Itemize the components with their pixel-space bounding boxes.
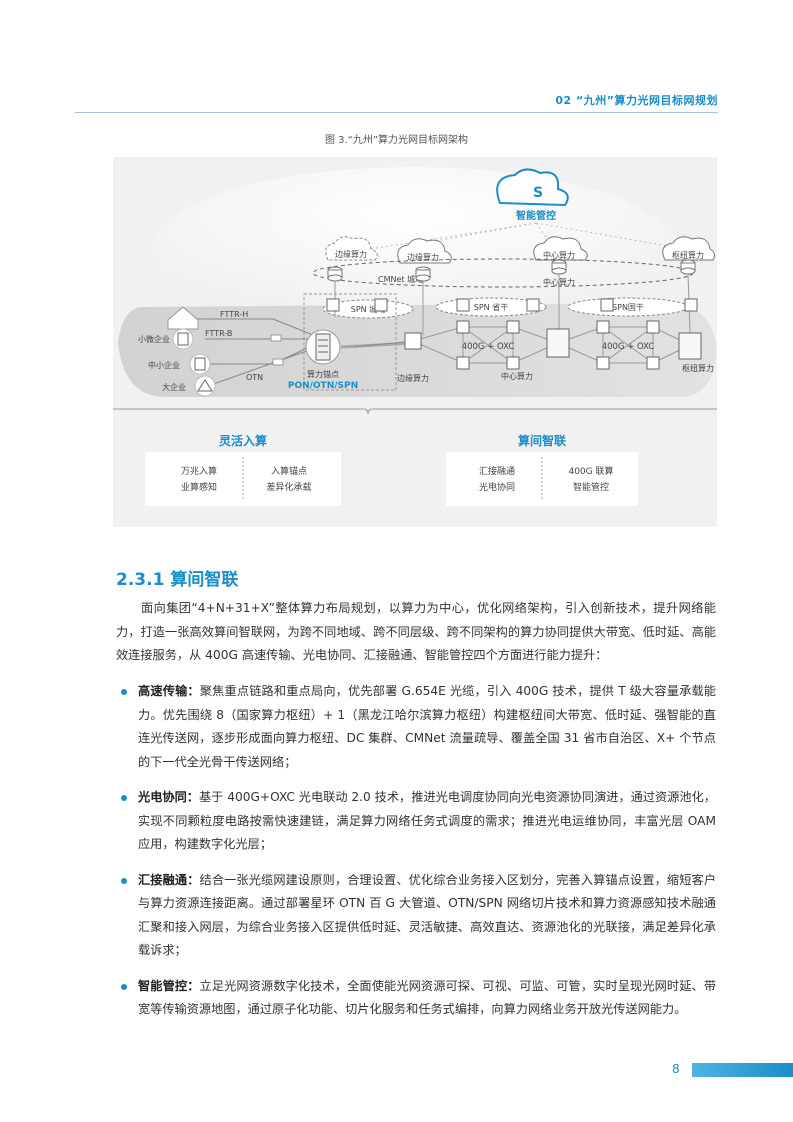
bullet-dot-icon bbox=[121, 689, 127, 695]
header-rule bbox=[75, 112, 718, 113]
panel-right-a1: 汇接融通 bbox=[479, 465, 515, 477]
micro-enterprise-label: 小微企业 bbox=[138, 334, 170, 344]
core-node-icons bbox=[326, 298, 702, 370]
panel-right-title: 算间智联 bbox=[518, 433, 566, 448]
sme-icon bbox=[189, 353, 211, 375]
intro-paragraph: 面向集团“4+N+31+X”整体算力布局规划，以算力为中心，优化网络架构，引入创… bbox=[116, 601, 716, 662]
center-node-label: 中心算力 bbox=[501, 371, 533, 381]
running-header: 02 “九州”算力光网目标网规划 bbox=[555, 94, 718, 107]
spn-city-oval bbox=[322, 299, 414, 319]
spn-province-label: SPN 省干 bbox=[474, 302, 508, 312]
bullet-text: 基于 400G+OXC 光电联动 2.0 技术，推进光电调度协同向光电资源协同演… bbox=[138, 790, 716, 851]
oxc-right-label: 400G + OXC bbox=[602, 342, 655, 352]
fttr-h-label: FTTR-H bbox=[220, 310, 248, 319]
bullet-dot-icon bbox=[121, 877, 127, 884]
bullet-label: 光电协同： bbox=[138, 790, 199, 804]
bullet-label: 高速传输： bbox=[138, 684, 200, 698]
control-cloud-icon: S bbox=[496, 168, 569, 207]
center-compute-cloud: 中心算力 bbox=[533, 236, 588, 261]
panel-left-a1: 万兆入算 bbox=[181, 465, 217, 477]
bullet-item: 光电协同：基于 400G+OXC 光电联动 2.0 技术，推进光电调度协同向光电… bbox=[116, 786, 716, 857]
spn-national-label: SPN国干 bbox=[612, 303, 644, 312]
figure-caption: 图 3.“九州”算力光网目标网架构 bbox=[324, 135, 469, 146]
page-footer-bar bbox=[692, 1063, 793, 1077]
panel-right-a2: 光电协同 bbox=[479, 481, 515, 493]
large-enterprise-label: 大企业 bbox=[162, 382, 186, 392]
panel-left-a2: 业算感知 bbox=[181, 481, 217, 493]
bullet-list: 高速传输：聚焦重点链路和重点局向，优先部署 G.654E 光缆，引入 400G … bbox=[116, 680, 716, 1034]
bullet-text: 立足光网资源数字化技术，全面使能光网资源可探、可视、可监、可管，实时呈现光网时延… bbox=[138, 978, 717, 1017]
bullet-item: 汇接融通：结合一张光缆网建设原则，合理设置、优化综合业务接入区划分，完善入算锚点… bbox=[116, 869, 716, 963]
svg-text:边缘算力: 边缘算力 bbox=[335, 249, 367, 259]
bullet-label: 智能管控： bbox=[138, 978, 200, 993]
svg-text:枢纽算力: 枢纽算力 bbox=[672, 250, 704, 260]
bullet-label: 汇接融通： bbox=[138, 872, 200, 887]
edge-node-label: 边缘算力 bbox=[397, 373, 429, 383]
bullet-item: 高速传输：聚焦重点链路和重点局向，优先部署 G.654E 光缆，引入 400G … bbox=[116, 680, 716, 774]
hub-node-label: 枢纽算力 bbox=[682, 363, 714, 373]
anchor-device-icon bbox=[305, 329, 341, 365]
house-icon bbox=[167, 306, 199, 330]
router-icons bbox=[327, 259, 696, 282]
panel-left-b1: 入算锚点 bbox=[271, 465, 307, 477]
bullet-text: 聚焦重点链路和重点局向，优先部署 G.654E 光缆，引入 400G 技术，提供… bbox=[138, 684, 716, 769]
sme-label: 中小企业 bbox=[148, 360, 180, 370]
fttr-b-label: FTTR-B bbox=[205, 329, 232, 338]
panel-left-title: 灵活入算 bbox=[219, 433, 267, 448]
panel-left-b2: 差异化承载 bbox=[266, 481, 311, 493]
cmnet-label: CMNet 城域 bbox=[378, 274, 423, 284]
architecture-diagram: S 智能管控 边缘算力 边缘算力 中心算力 枢纽算力 CMNet 城 bbox=[113, 167, 717, 506]
otn-label: OTN bbox=[246, 373, 263, 382]
control-label: 智能管控 bbox=[516, 209, 556, 222]
svg-text:中心算力: 中心算力 bbox=[543, 250, 575, 260]
anchor-label: 算力锚点 bbox=[307, 369, 339, 379]
hub-compute-cloud: 枢纽算力 bbox=[662, 236, 715, 261]
bullet-dot-icon bbox=[121, 983, 127, 990]
architecture-figure: S 智能管控 边缘算力 边缘算力 中心算力 枢纽算力 CMNet 城 bbox=[113, 157, 717, 527]
large-enterprise-icon bbox=[194, 375, 216, 397]
bullet-dot-icon bbox=[121, 795, 127, 801]
svg-text:S: S bbox=[533, 185, 543, 201]
micro-enterprise-icon bbox=[172, 328, 194, 350]
svg-text:边缘算力: 边缘算力 bbox=[407, 252, 439, 262]
panel-right-b1: 400G 联算 bbox=[568, 465, 613, 477]
edge-compute-cloud: 边缘算力 bbox=[397, 238, 452, 264]
anchor-tech-label: PON/OTN/SPN bbox=[288, 381, 358, 391]
edge-compute-dashed-cloud: 边缘算力 bbox=[325, 236, 378, 261]
section-title: 2.3.1 算间智联 bbox=[116, 570, 239, 590]
spn-city-label: SPN 城域 bbox=[351, 304, 385, 314]
page-number: 8 bbox=[672, 1062, 680, 1076]
bullet-text: 结合一张光缆网建设原则，合理设置、优化综合业务接入区划分，完善入算锚点设置，缩短… bbox=[138, 872, 717, 958]
bullet-item: 智能管控：立足光网资源数字化技术，全面使能光网资源可探、可视、可监、可管，实时呈… bbox=[116, 975, 716, 1022]
oxc-left-label: 400G + OXC bbox=[462, 342, 515, 352]
panel-right-b2: 智能管控 bbox=[573, 481, 609, 493]
